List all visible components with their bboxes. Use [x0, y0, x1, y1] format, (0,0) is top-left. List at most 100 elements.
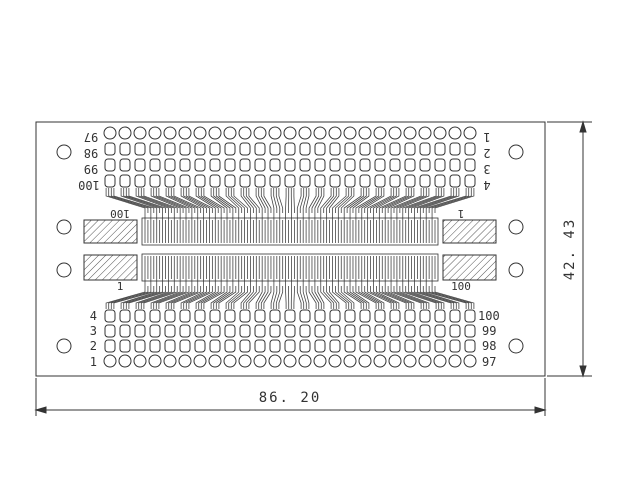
through-hole-pad: [419, 142, 431, 156]
through-hole-pad: [223, 126, 237, 140]
fanout-trace: [108, 188, 149, 213]
through-hole-pad: [314, 142, 326, 156]
through-hole-pad: [224, 339, 236, 353]
fanout-trace: [150, 286, 181, 309]
through-hole-pad: [119, 324, 131, 338]
ground-pad: [83, 254, 138, 281]
board-outline: [35, 121, 546, 377]
through-hole-pad: [163, 126, 177, 140]
fanout-trace: [355, 286, 377, 309]
fanout-trace: [230, 286, 245, 309]
through-hole-pad: [374, 339, 386, 353]
fanout-trace: [248, 286, 260, 309]
fanout-trace: [370, 188, 395, 213]
fanout-trace: [228, 286, 243, 309]
through-hole-pad: [298, 126, 312, 140]
fanout-trace: [273, 286, 278, 309]
fanout-trace: [123, 188, 161, 213]
through-hole-pad: [373, 354, 387, 368]
through-hole-pad: [179, 174, 191, 188]
fanout-trace: [278, 286, 284, 309]
bottom-grid-right-label-2: 99: [482, 324, 496, 338]
fanout-trace: [411, 286, 445, 309]
fanout-trace: [233, 188, 248, 213]
fanout-trace: [243, 188, 254, 213]
through-hole-pad: [403, 354, 417, 368]
through-hole-pad: [419, 174, 431, 188]
through-hole-pad: [328, 126, 342, 140]
fanout-trace: [323, 286, 335, 309]
fanout-trace: [393, 188, 425, 213]
fanout-trace: [373, 286, 397, 309]
bottom-connector-left-label: 1: [117, 280, 124, 293]
top-pad-grid: [103, 126, 477, 188]
through-hole-pad: [464, 324, 476, 338]
fanout-trace: [376, 286, 400, 309]
through-hole-pad: [418, 354, 432, 368]
through-hole-pad: [464, 174, 476, 188]
through-hole-pad: [404, 174, 416, 188]
through-hole-pad: [299, 142, 311, 156]
fanout-trace: [308, 286, 317, 309]
through-hole-pad: [103, 126, 117, 140]
bottom-grid-right-label-3: 98: [482, 339, 496, 353]
through-hole-pad: [224, 142, 236, 156]
fanout-trace: [343, 286, 362, 309]
fanout-trace: [296, 286, 302, 309]
fanout-trace: [305, 188, 310, 213]
fanout-trace: [431, 286, 472, 309]
through-hole-pad: [209, 174, 221, 188]
fanout-trace: [165, 188, 193, 213]
through-hole-pad: [313, 126, 327, 140]
fanout-trace: [128, 188, 166, 213]
width-dimension-label: 86. 20: [259, 390, 322, 406]
fanout-trace: [393, 286, 425, 309]
bottom-grid-right-label-1: 100: [478, 309, 500, 323]
fanout-trace: [355, 188, 377, 213]
through-hole-pad: [208, 126, 222, 140]
through-hole-pad: [133, 354, 147, 368]
fanout-trace: [361, 188, 382, 213]
fanout-trace: [361, 286, 382, 309]
fanout-trace: [180, 286, 204, 309]
through-hole-pad: [209, 324, 221, 338]
fanout-trace: [329, 188, 340, 213]
through-hole-pad: [209, 142, 221, 156]
through-hole-pad: [269, 324, 281, 338]
through-hole-pad: [298, 354, 312, 368]
through-hole-pad: [254, 324, 266, 338]
through-hole-pad: [269, 142, 281, 156]
through-hole-pad: [448, 126, 462, 140]
mounting-hole: [56, 262, 72, 278]
through-hole-pad: [149, 142, 161, 156]
fanout-trace: [165, 286, 193, 309]
through-hole-pad: [239, 158, 251, 172]
fanout-trace: [340, 286, 355, 309]
through-hole-pad: [194, 174, 206, 188]
fanout-trace: [255, 286, 263, 309]
through-hole-pad: [433, 354, 447, 368]
through-hole-pad: [253, 126, 267, 140]
fanout-trace: [140, 188, 175, 213]
fanout-trace: [349, 188, 367, 213]
through-hole-pad: [328, 354, 342, 368]
ground-pad: [442, 219, 497, 244]
fanout-trace: [387, 286, 415, 309]
fanout-trace: [414, 286, 452, 309]
through-hole-pad: [224, 309, 236, 323]
through-hole-pad: [269, 339, 281, 353]
through-hole-pad: [344, 309, 356, 323]
fanout-trace: [245, 188, 257, 213]
bottom-connector-pins: [144, 256, 436, 286]
through-hole-pad: [224, 174, 236, 188]
through-hole-pad: [239, 324, 251, 338]
through-hole-pad: [419, 309, 431, 323]
fanout-trace: [138, 286, 172, 309]
through-hole-pad: [358, 354, 372, 368]
through-hole-pad: [284, 158, 296, 172]
fanout-trace: [417, 188, 455, 213]
through-hole-pad: [329, 324, 341, 338]
through-hole-pad: [268, 354, 282, 368]
fanout-trace: [248, 188, 260, 213]
through-hole-pad: [179, 158, 191, 172]
